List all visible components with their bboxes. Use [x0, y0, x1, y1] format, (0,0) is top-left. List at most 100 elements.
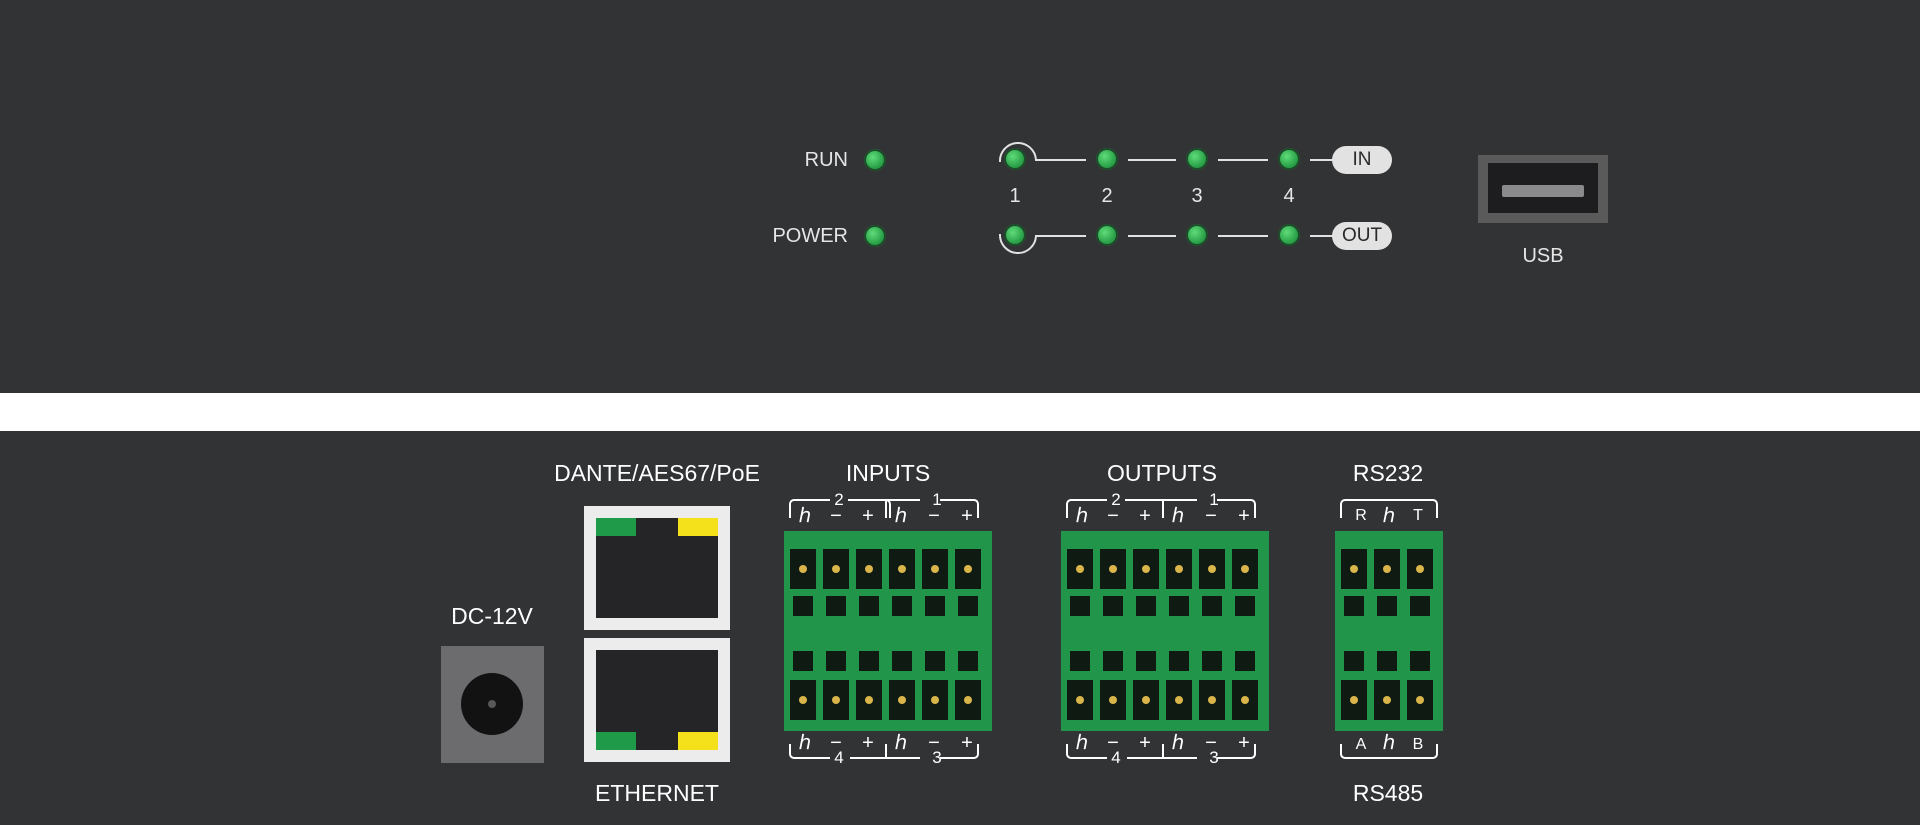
terminal-pin[interactable] [1067, 680, 1093, 720]
outputs-channel-3: 3 [1209, 748, 1219, 767]
rs485-pin-ground: ℎ [1382, 732, 1396, 754]
rs232-pin-t: T [1413, 507, 1423, 524]
terminal-pin[interactable] [1374, 549, 1400, 589]
ground-symbol: ℎ [1075, 732, 1089, 754]
ground-symbol: ℎ [894, 732, 908, 754]
terminal-pin[interactable] [1341, 549, 1367, 589]
terminal-pin[interactable] [1067, 549, 1093, 589]
terminal-pin[interactable] [823, 549, 849, 589]
power-led-icon [864, 225, 886, 247]
terminal-pin[interactable] [1232, 549, 1258, 589]
minus-symbol: − [830, 505, 842, 527]
terminal-pin[interactable] [823, 680, 849, 720]
dc-power-jack[interactable] [441, 646, 544, 763]
screw-icon [1241, 696, 1249, 704]
rs232-pin-r: R [1355, 507, 1367, 524]
terminal-pin[interactable] [790, 549, 816, 589]
output-led-3-icon [1186, 224, 1208, 246]
ground-symbol: ℎ [894, 505, 908, 527]
outputs-channel-2: 2 [1111, 490, 1121, 509]
screw-icon [1076, 696, 1084, 704]
channel-number-3: 3 [1191, 185, 1203, 207]
terminal-pin[interactable] [889, 549, 915, 589]
screw-icon [1383, 696, 1391, 704]
channel-number-2: 2 [1101, 185, 1113, 207]
usb-port[interactable] [1478, 155, 1608, 223]
terminal-pin[interactable] [955, 549, 981, 589]
terminal-release-slot [1103, 651, 1123, 671]
ethernet-rj45-port[interactable] [584, 638, 730, 762]
dante-rj45-port[interactable] [584, 506, 730, 630]
terminal-pin[interactable] [856, 680, 882, 720]
ground-symbol: ℎ [1171, 505, 1185, 527]
terminal-release-slot [793, 596, 813, 616]
terminal-pin[interactable] [889, 680, 915, 720]
ground-symbol: ℎ [798, 505, 812, 527]
terminal-pin[interactable] [1100, 549, 1126, 589]
screw-icon [865, 565, 873, 573]
ground-symbol: ℎ [798, 732, 812, 754]
channel-led-lines [998, 141, 1334, 255]
minus-symbol: − [928, 505, 940, 527]
terminal-pin[interactable] [1341, 680, 1367, 720]
terminal-release-slot [1202, 596, 1222, 616]
screw-icon [1109, 696, 1117, 704]
terminal-pin[interactable] [856, 549, 882, 589]
terminal-pin[interactable] [922, 680, 948, 720]
terminal-pin[interactable] [1232, 680, 1258, 720]
in-pill: IN [1332, 146, 1392, 174]
plus-symbol: + [961, 505, 973, 527]
terminal-pin[interactable] [922, 549, 948, 589]
usb-label: USB [1522, 245, 1564, 267]
terminal-pin[interactable] [1199, 549, 1225, 589]
terminal-pin[interactable] [790, 680, 816, 720]
dc-jack-icon [461, 673, 523, 735]
terminal-pin[interactable] [1407, 549, 1433, 589]
outputs-label: OUTPUTS [1107, 460, 1217, 486]
inputs-channel-3: 3 [932, 748, 942, 767]
rs485-pin-b: B [1412, 736, 1424, 753]
terminal-pin[interactable] [955, 680, 981, 720]
terminal-release-slot [1169, 596, 1189, 616]
run-led-icon [864, 149, 886, 171]
ground-symbol: ℎ [1171, 732, 1185, 754]
terminal-release-slot [1136, 651, 1156, 671]
output-led-2-icon [1096, 224, 1118, 246]
terminal-release-slot [1235, 596, 1255, 616]
plus-symbol: + [862, 732, 874, 754]
terminal-pin[interactable] [1199, 680, 1225, 720]
screw-icon [1076, 565, 1084, 573]
screw-icon [931, 565, 939, 573]
screw-icon [1175, 696, 1183, 704]
plus-symbol: + [1238, 732, 1250, 754]
screw-icon [1241, 565, 1249, 573]
terminal-pin[interactable] [1407, 680, 1433, 720]
input-led-3-icon [1186, 148, 1208, 170]
terminal-release-slot [1410, 651, 1430, 671]
terminal-release-slot [1070, 596, 1090, 616]
screw-icon [832, 696, 840, 704]
minus-symbol: − [1205, 505, 1217, 527]
plus-symbol: + [1238, 505, 1250, 527]
terminal-pin[interactable] [1166, 680, 1192, 720]
terminal-release-slot [826, 596, 846, 616]
minus-symbol: − [928, 732, 940, 754]
terminal-release-slot [1344, 651, 1364, 671]
terminal-pin[interactable] [1133, 549, 1159, 589]
screw-icon [1142, 565, 1150, 573]
terminal-release-slot [859, 651, 879, 671]
terminal-pin[interactable] [1374, 680, 1400, 720]
terminal-release-slot [958, 596, 978, 616]
terminal-pin[interactable] [1100, 680, 1126, 720]
screw-icon [1416, 565, 1424, 573]
terminal-pin[interactable] [1133, 680, 1159, 720]
screw-icon [964, 565, 972, 573]
activity-led-icon [678, 732, 718, 750]
terminal-pin[interactable] [1166, 549, 1192, 589]
screw-icon [1208, 696, 1216, 704]
terminal-release-slot [793, 651, 813, 671]
usb-icon [1502, 185, 1584, 197]
outputs-channel-1: 1 [1209, 490, 1219, 509]
inputs-channel-4: 4 [834, 748, 844, 767]
terminal-release-slot [958, 651, 978, 671]
